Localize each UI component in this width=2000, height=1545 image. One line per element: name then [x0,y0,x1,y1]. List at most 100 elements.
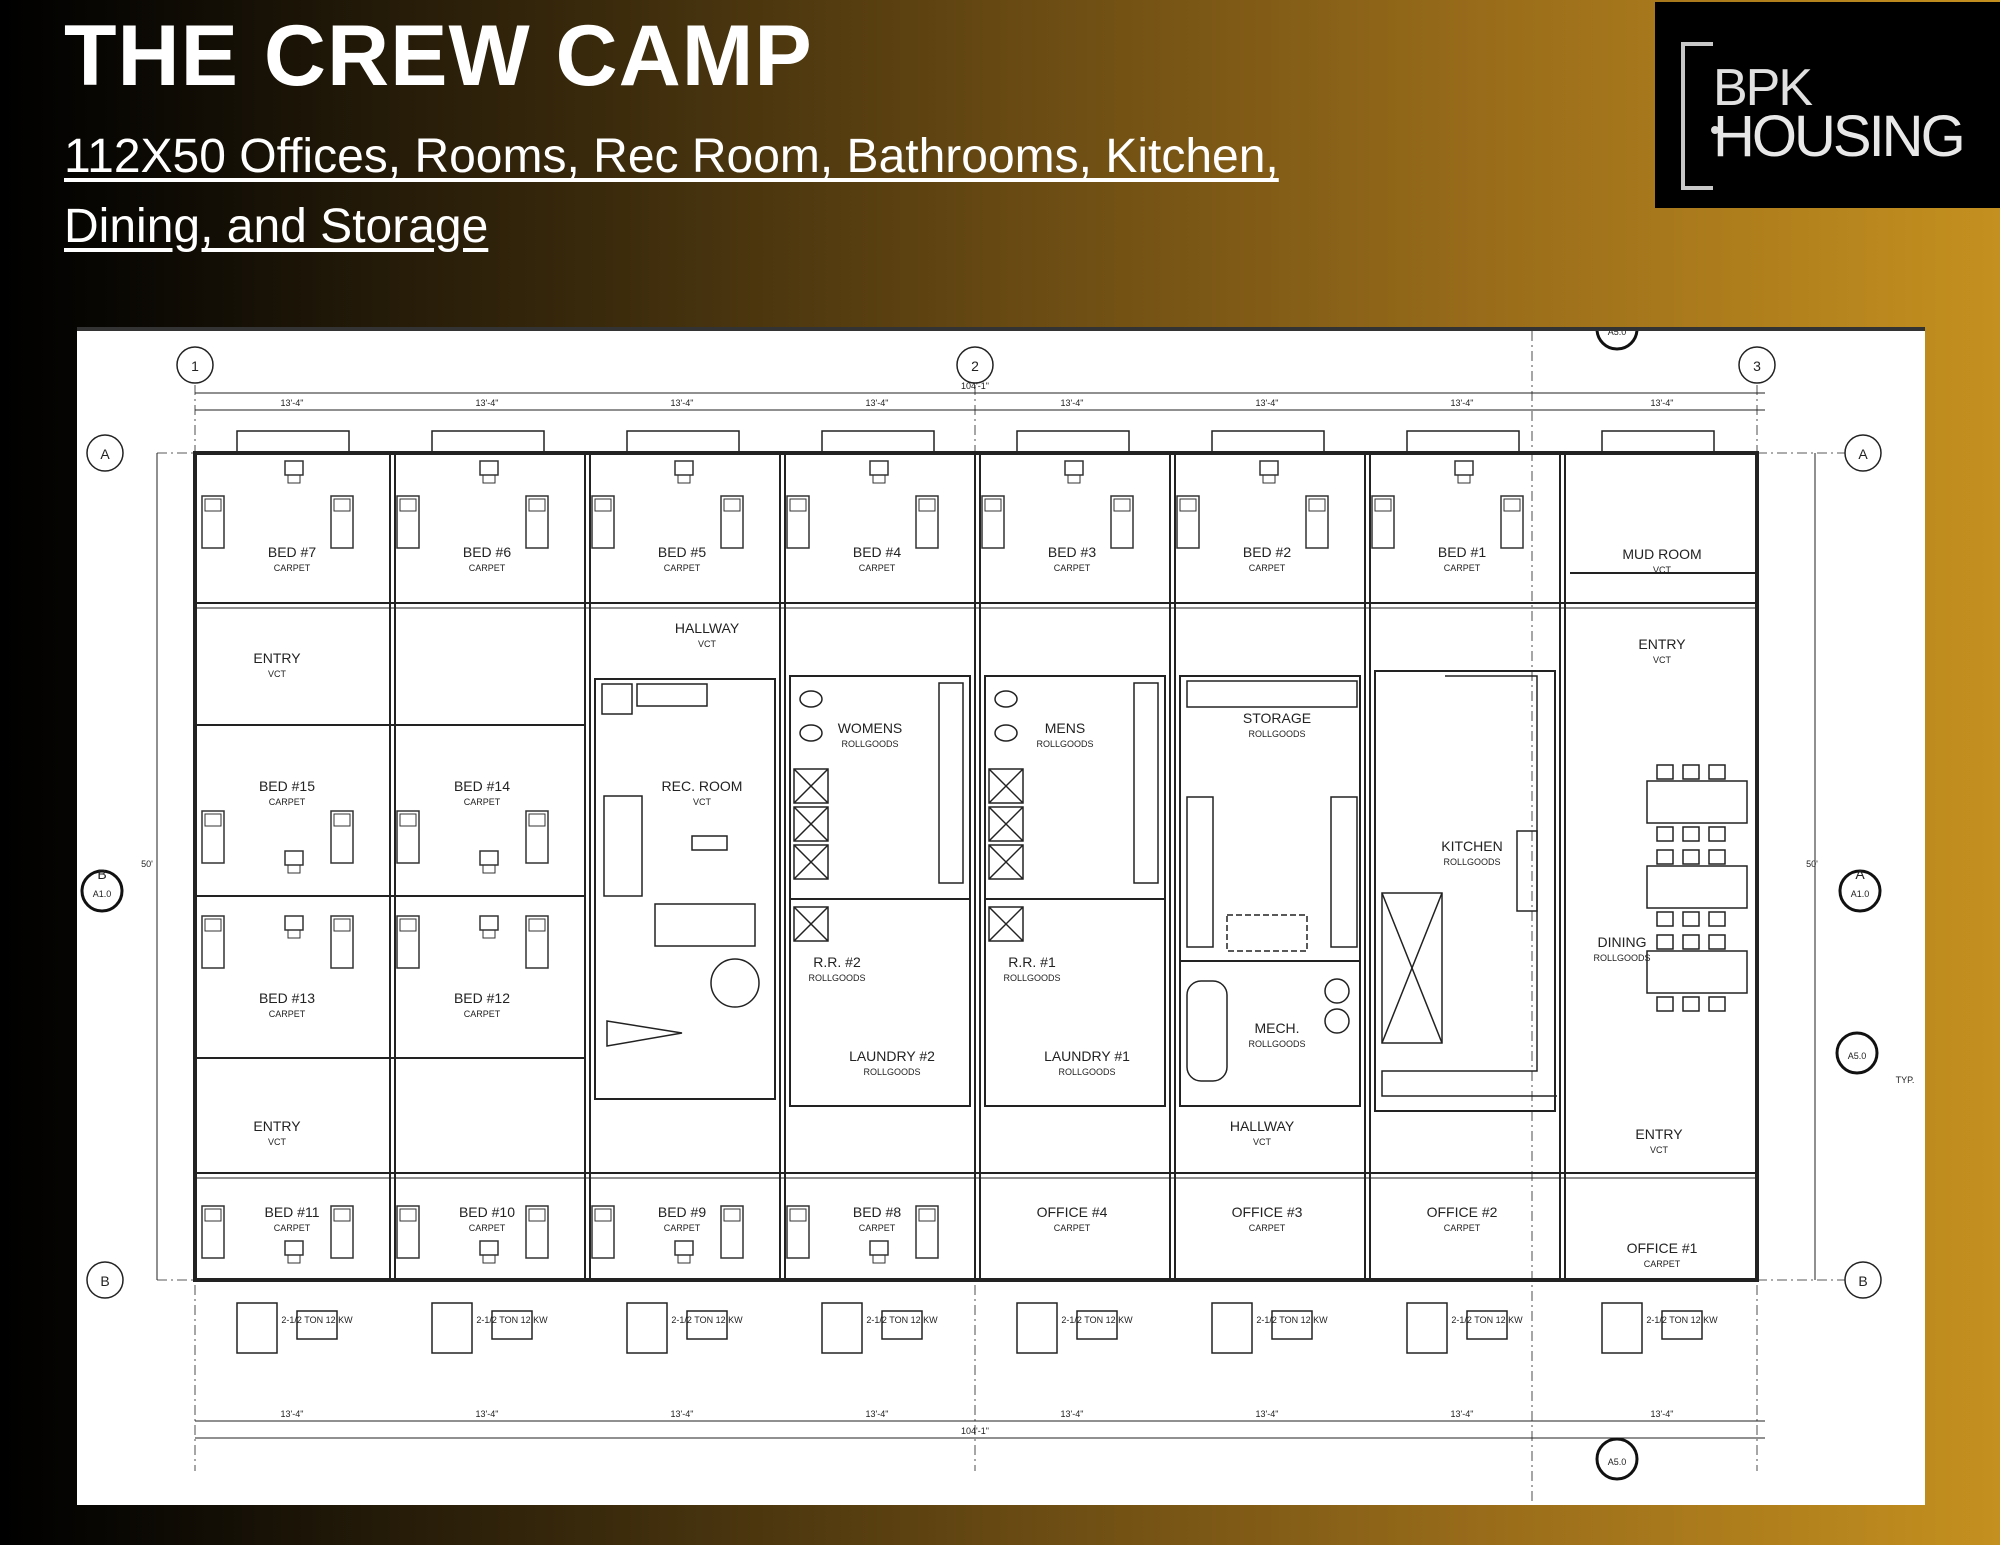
room-name: MENS [1045,720,1085,736]
room-name: BED #9 [658,1204,706,1220]
room-floor-type: ROLLGOODS [1058,1067,1115,1077]
room-name: OFFICE #3 [1232,1204,1303,1220]
bay-dimension: 13'-4" [1256,1409,1279,1419]
grid-number: 1 [191,358,199,374]
room-floor-type: CARPET [274,563,311,573]
room-floor-type: VCT [1253,1137,1272,1147]
room-floor-type: ROLLGOODS [1036,739,1093,749]
room-floor-type: CARPET [469,563,506,573]
grid-number: 3 [1753,358,1761,374]
room-floor-type: CARPET [1444,563,1481,573]
room-floor-type: ROLLGOODS [1443,857,1500,867]
room-floor-type: CARPET [859,1223,896,1233]
room-name: KITCHEN [1441,838,1502,854]
room-floor-type: CARPET [1054,1223,1091,1233]
grid-bubble [176,346,214,384]
room-floor-type: CARPET [274,1223,311,1233]
ac-unit-label: 2-1/2 TON 12 KW [281,1315,353,1325]
room-floor-type: CARPET [664,563,701,573]
bay-dimension: 13'-4" [1061,1409,1084,1419]
typical-note: TYP. [1896,1075,1915,1085]
room-floor-type: ROLLGOODS [808,973,865,983]
bay-dimension: 13'-4" [866,398,889,408]
grid-number: 2 [971,358,979,374]
room-name: BED #6 [463,544,511,560]
bay-dimension: 13'-4" [671,1409,694,1419]
section-marker [80,869,124,913]
page-subtitle-link[interactable]: 112X50 Offices, Rooms, Rec Room, Bathroo… [64,130,1279,253]
section-marker-label: A5.0 [1848,1051,1867,1061]
logo-bracket-shape [1681,42,1713,190]
room-name: HALLWAY [1230,1118,1295,1134]
grid-bubble [956,346,994,384]
bay-dimension: 13'-4" [1651,1409,1674,1419]
bay-dimension: 13'-4" [1061,398,1084,408]
room-name: BED #4 [853,544,901,560]
logo-text-line1: BPK [1713,59,1813,117]
room-name: MUD ROOM [1622,546,1701,562]
room-name: BED #12 [454,990,510,1006]
room-floor-type: CARPET [469,1223,506,1233]
grid-letter: A [100,446,110,462]
grid-letter: B [1858,1273,1867,1289]
room-name: MECH. [1254,1020,1299,1036]
room-name: DINING [1598,934,1647,950]
section-marker-label: A1.0 [1851,889,1870,899]
logo-text-line2: HOUSING [1713,104,1966,169]
room-floor-type: ROLLGOODS [863,1067,920,1077]
section-marker [1595,1437,1639,1481]
room-floor-type: VCT [268,669,287,679]
room-name: ENTRY [253,650,301,666]
room-floor-type: VCT [1650,1145,1669,1155]
section-marker-label: A5.0 [1608,331,1627,337]
ac-unit-label: 2-1/2 TON 12 KW [671,1315,743,1325]
room-name: ENTRY [1638,636,1686,652]
room-name: OFFICE #2 [1427,1204,1498,1220]
room-floor-type: CARPET [1644,1259,1681,1269]
section-letter: A [1855,866,1865,882]
grid-letter: B [100,1273,109,1289]
room-name: BED #1 [1438,544,1486,560]
section-marker [1838,869,1882,913]
room-name: R.R. #2 [813,954,861,970]
side-dimension: 50' [141,859,153,869]
bay-dimension: 13'-4" [281,398,304,408]
room-name: LAUNDRY #1 [1044,1048,1130,1064]
grid-bubble [1844,1261,1882,1299]
room-floor-type: CARPET [1054,563,1091,573]
room-name: ENTRY [253,1118,301,1134]
room-name: OFFICE #4 [1037,1204,1108,1220]
room-name: BED #14 [454,778,510,794]
bay-dimension: 13'-4" [281,1409,304,1419]
page-title: THE CREW CAMP [64,8,813,104]
building-outline [156,331,1857,1501]
grid-letter: A [1858,446,1868,462]
room-floor-type: ROLLGOODS [841,739,898,749]
room-name: BED #15 [259,778,315,794]
room-name: BED #10 [459,1204,515,1220]
ac-unit-label: 2-1/2 TON 12 KW [476,1315,548,1325]
room-floor-type: ROLLGOODS [1248,1039,1305,1049]
room-floor-type: CARPET [464,797,501,807]
room-name: STORAGE [1243,710,1311,726]
room-floor-type: VCT [268,1137,287,1147]
grid-bubble [86,434,124,472]
bay-dimension: 13'-4" [1256,398,1279,408]
room-floor-type: CARPET [1444,1223,1481,1233]
room-floor-type: VCT [1653,565,1672,575]
room-floor-type: VCT [698,639,717,649]
room-floor-type: CARPET [1249,563,1286,573]
room-name: REC. ROOM [662,778,743,794]
room-floor-type: CARPET [269,1009,306,1019]
logo-dot-shape [1711,126,1719,134]
section-marker-label: A5.0 [1608,1457,1627,1467]
room-floor-type: CARPET [269,797,306,807]
ac-unit-label: 2-1/2 TON 12 KW [1646,1315,1718,1325]
room-name: LAUNDRY #2 [849,1048,935,1064]
room-name: BED #7 [268,544,316,560]
room-floor-type: ROLLGOODS [1248,729,1305,739]
room-name: R.R. #1 [1008,954,1056,970]
